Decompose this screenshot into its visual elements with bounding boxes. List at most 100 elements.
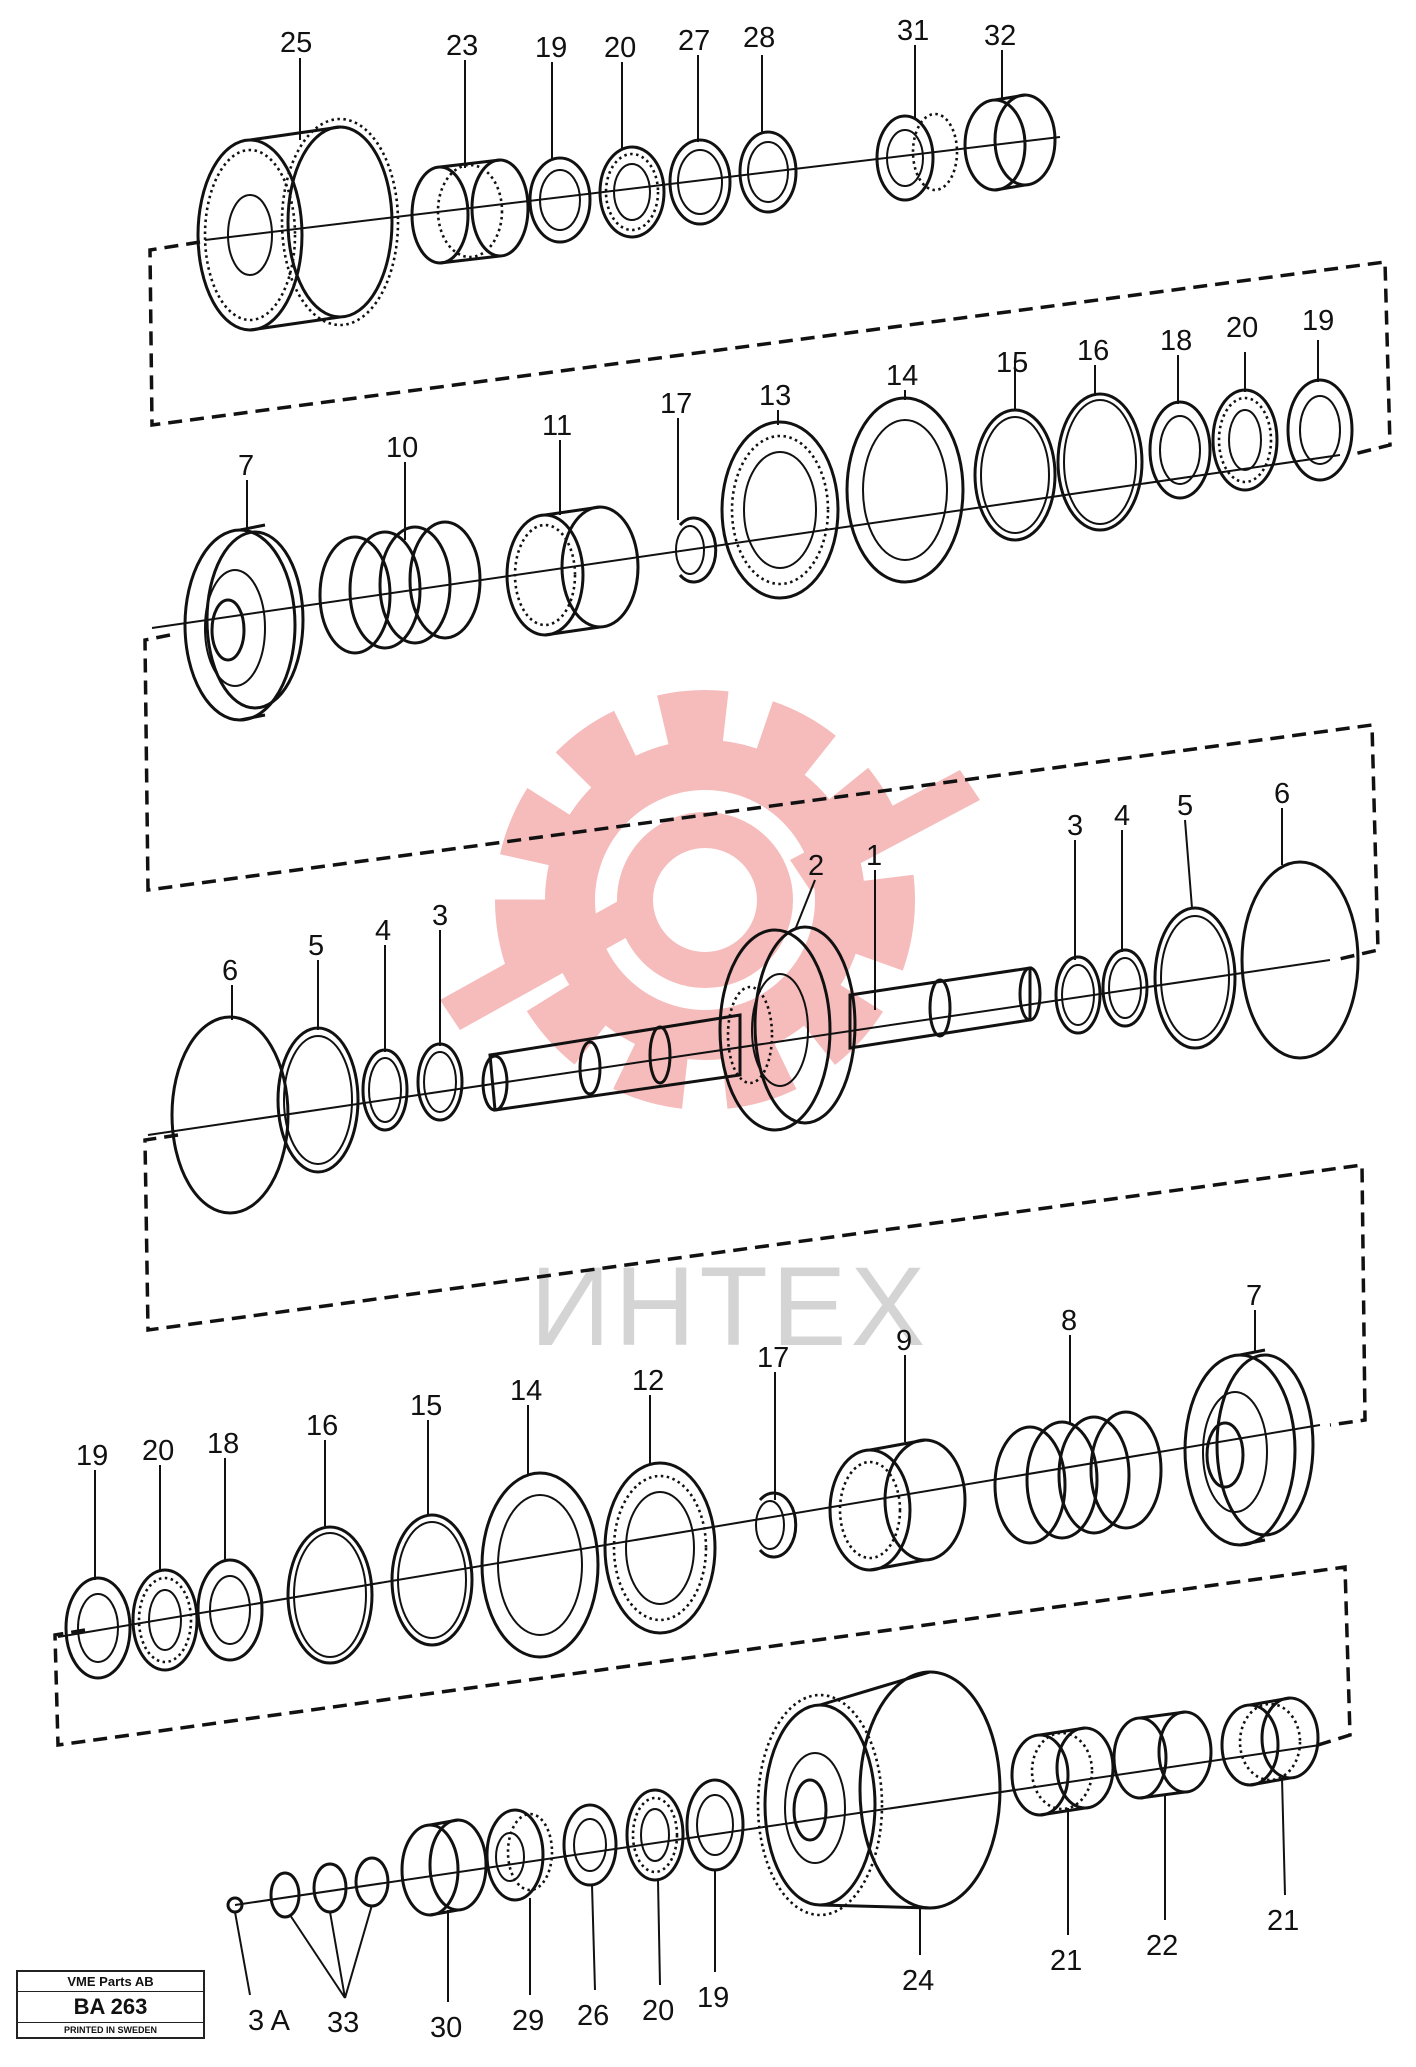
gear-part-24 xyxy=(756,1670,1002,1917)
ring-part-15-upper xyxy=(973,408,1057,542)
ring-part-15-lower xyxy=(390,1513,474,1647)
label-31: 31 xyxy=(897,15,929,47)
ring-part-4-left xyxy=(361,1048,409,1132)
label-21-left: 21 xyxy=(1050,1945,1082,1977)
label-5-left: 5 xyxy=(308,930,324,962)
needle-bearing-part-21-right xyxy=(1220,1696,1320,1787)
label-4-left: 4 xyxy=(375,915,391,947)
label-23: 23 xyxy=(446,30,478,62)
label-13: 13 xyxy=(759,380,791,412)
needle-bearing-part-20 xyxy=(598,145,666,239)
part-labels: 25 23 19 20 27 28 31 32 7 10 11 17 13 14… xyxy=(76,15,1334,2044)
label-3-left: 3 xyxy=(432,900,448,932)
label-3-right: 3 xyxy=(1067,810,1083,842)
snap-ring-part-17-upper xyxy=(675,516,718,584)
plate-part-14-upper xyxy=(845,396,965,584)
label-26: 26 xyxy=(577,2000,609,2032)
label-29: 29 xyxy=(512,2005,544,2037)
label-20-row2: 20 xyxy=(1226,312,1258,344)
ring-part-3-left xyxy=(416,1042,464,1122)
label-19-row2: 19 xyxy=(1302,305,1334,337)
label-9: 9 xyxy=(896,1325,912,1357)
label-1: 1 xyxy=(866,840,882,872)
piston-part-7-lower xyxy=(1183,1348,1315,1547)
watermark-text: ИНТЕХ xyxy=(530,1244,929,1369)
label-33: 33 xyxy=(327,2007,359,2039)
washer-part-19-row4 xyxy=(64,1576,132,1680)
label-20-row5: 20 xyxy=(642,1995,674,2027)
label-12: 12 xyxy=(632,1365,664,1397)
label-19-row5: 19 xyxy=(697,1982,729,2014)
seal-ring-part-5-left xyxy=(276,1026,360,1174)
watermark-gear-icon xyxy=(440,690,980,1110)
piston-part-7-upper xyxy=(183,523,305,722)
ring-part-16-upper xyxy=(1056,392,1144,532)
connector-lines xyxy=(53,240,1392,1748)
seal-ring-part-5-right xyxy=(1153,906,1237,1050)
washer-part-19 xyxy=(528,156,592,244)
disc-part-2 xyxy=(718,925,857,1132)
washer-part-26 xyxy=(562,1803,618,1887)
washer-part-19-row2 xyxy=(1286,378,1354,482)
label-32: 32 xyxy=(984,20,1016,52)
label-15-lower: 15 xyxy=(410,1390,442,1422)
label-19-row4: 19 xyxy=(76,1440,108,1472)
label-3A: 3 A xyxy=(248,2005,291,2037)
label-18-lower: 18 xyxy=(207,1428,239,1460)
needle-bearing-part-20-row4 xyxy=(131,1568,199,1672)
label-8: 8 xyxy=(1061,1305,1077,1337)
label-11: 11 xyxy=(542,410,572,442)
sleeve-part-22 xyxy=(1112,1710,1213,1800)
label-17-lower: 17 xyxy=(757,1342,789,1374)
snap-ring-part-17-lower xyxy=(755,1491,798,1559)
label-30: 30 xyxy=(430,2012,462,2044)
bearing-cup-part-30 xyxy=(400,1818,488,1917)
label-7-lower: 7 xyxy=(1246,1280,1262,1312)
washer-part-18-upper xyxy=(1148,400,1212,500)
label-2: 2 xyxy=(808,850,824,882)
label-16-upper: 16 xyxy=(1077,335,1109,367)
needle-bearing-part-20-row5 xyxy=(625,1788,685,1882)
label-15-upper: 15 xyxy=(996,347,1028,379)
gear-part-25 xyxy=(196,117,400,332)
stamp-code: BA 263 xyxy=(18,1992,203,2023)
spring-part-10 xyxy=(318,520,482,655)
label-20-row4: 20 xyxy=(142,1435,174,1467)
taper-bearing-part-29 xyxy=(485,1808,554,1902)
label-25: 25 xyxy=(280,27,312,59)
washer-part-28 xyxy=(738,130,798,214)
ring-part-3-right xyxy=(1054,955,1102,1035)
label-6-left: 6 xyxy=(222,955,238,987)
row4-parts xyxy=(64,1348,1315,1680)
title-stamp: VME Parts AB BA 263 PRINTED IN SWEDEN xyxy=(16,1970,205,2039)
bearing-cup-part-32 xyxy=(963,93,1057,192)
label-14-lower: 14 xyxy=(510,1375,542,1407)
label-14-upper: 14 xyxy=(886,360,918,392)
plate-part-14-lower xyxy=(480,1471,600,1659)
taper-bearing-part-31 xyxy=(875,112,959,202)
label-24: 24 xyxy=(902,1965,934,1997)
leader-lines xyxy=(94,45,1319,2002)
label-7-upper: 7 xyxy=(238,450,254,482)
label-6-right: 6 xyxy=(1274,778,1290,810)
needle-bearing-part-21-left xyxy=(1010,1726,1115,1817)
label-22: 22 xyxy=(1146,1930,1178,1962)
washer-part-27 xyxy=(668,138,732,226)
disc-spring-part-12 xyxy=(603,1461,717,1635)
bearing-part-23 xyxy=(410,158,530,265)
row1-parts xyxy=(196,93,1057,332)
label-21-right: 21 xyxy=(1267,1905,1299,1937)
disc-spring-part-13 xyxy=(720,420,840,600)
washer-part-19-row5 xyxy=(685,1778,745,1872)
spring-part-8 xyxy=(993,1410,1163,1545)
ring-part-4-right xyxy=(1101,948,1149,1028)
label-4-right: 4 xyxy=(1114,800,1130,832)
row5-parts xyxy=(226,1670,1320,1919)
seal-ring-part-6-left xyxy=(170,1015,290,1215)
label-16-lower: 16 xyxy=(306,1410,338,1442)
washer-part-18-lower xyxy=(196,1558,264,1662)
label-19: 19 xyxy=(535,32,567,64)
label-18-upper: 18 xyxy=(1160,325,1192,357)
label-28: 28 xyxy=(743,22,775,54)
stamp-company: VME Parts AB xyxy=(18,1972,203,1992)
